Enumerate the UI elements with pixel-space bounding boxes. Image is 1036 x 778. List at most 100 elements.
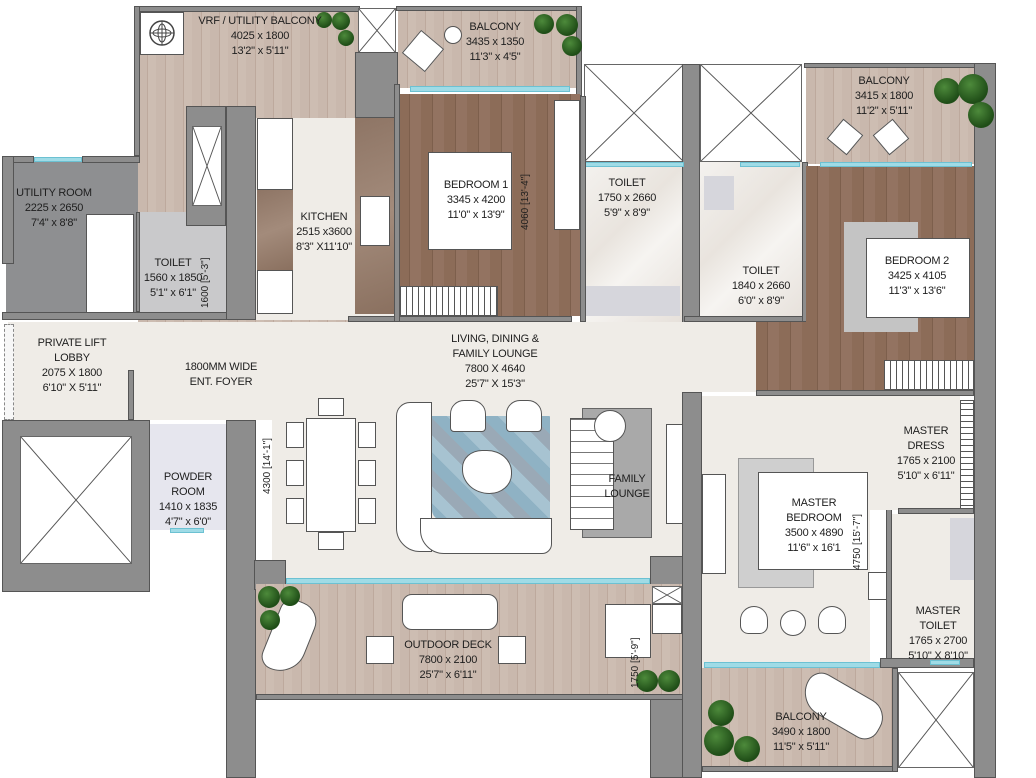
room-label-toilet-utility: TOILET 1560 x 1850 5'1" x 6'1"	[140, 256, 206, 301]
wall	[134, 6, 140, 156]
sectional-sofa-left	[396, 402, 432, 552]
room-name: MASTER BEDROOM	[786, 497, 842, 524]
window	[170, 528, 204, 533]
room-dim-mm: 1750 x 2660	[597, 192, 657, 204]
wall	[396, 6, 582, 11]
wall	[974, 63, 996, 778]
room-name: LIVING, DINING & FAMILY LOUNGE	[451, 333, 539, 360]
armchair	[740, 606, 768, 634]
wall	[804, 63, 976, 68]
vrf-unit-icon	[140, 12, 184, 55]
room-label-master-bedroom: MASTER BEDROOM 3500 x 4890 11'6" x 16'1	[782, 496, 846, 556]
wall	[756, 390, 974, 396]
room-label-toilet1: TOILET 1750 x 2660 5'9" x 8'9"	[592, 176, 662, 221]
plant-icon	[704, 726, 734, 756]
plant-icon	[338, 30, 354, 46]
room-label-outdoor-deck: OUTDOOR DECK 7800 x 2100 25'7" x 6'11"	[400, 638, 496, 683]
room-name: MASTER DRESS	[903, 425, 949, 452]
kitchen-sink	[257, 118, 293, 190]
plant-icon	[958, 74, 988, 104]
round-table	[780, 610, 806, 636]
wall	[394, 84, 400, 322]
room-dim-mm: 3490 x 1800	[771, 726, 831, 738]
room-dim-ft: 11'2" x 5'11"	[855, 105, 913, 117]
room-name: BEDROOM 1	[443, 179, 509, 191]
lobby-door[interactable]	[4, 324, 14, 420]
outdoor-chair	[366, 636, 394, 664]
room-dim-ft: 11'5" x 5'11"	[772, 741, 830, 753]
window	[410, 86, 570, 92]
room-dim-mm: 2075 X 1800	[41, 367, 103, 379]
room-dim-mm: 1560 x 1850	[143, 272, 203, 284]
wall	[226, 106, 256, 320]
room-name: KITCHEN	[300, 211, 348, 223]
round-table	[444, 26, 462, 44]
dim-note-living: 4300 [14'-1"]	[262, 437, 273, 494]
plant-icon	[332, 12, 350, 30]
room-name: PRIVATE LIFT LOBBY	[37, 337, 107, 364]
wardrobe	[400, 286, 498, 316]
powder-room-floor	[150, 424, 226, 530]
shaft-void	[652, 586, 682, 604]
plant-icon	[258, 586, 280, 608]
armchair	[818, 606, 846, 634]
wall	[898, 508, 974, 514]
room-name: BALCONY	[775, 711, 827, 723]
master-bed	[758, 472, 868, 570]
toilet-utility-floor	[140, 212, 226, 312]
room-dim-ft: 5'10" X 8'10"	[908, 650, 968, 662]
room-dim-mm: 1765 x 2100	[896, 455, 956, 467]
shaft-void	[192, 126, 222, 206]
room-label-living: LIVING, DINING & FAMILY LOUNGE 7800 X 46…	[440, 332, 550, 392]
chair	[286, 460, 304, 486]
chair	[358, 460, 376, 486]
room-label-bedroom1: BEDROOM 1 3345 x 4200 11'0" x 13'9"	[436, 178, 516, 223]
wall	[256, 694, 686, 700]
room-label-master-dress: MASTER DRESS 1765 x 2100 5'10" x 6'11"	[894, 424, 958, 484]
open-void-3	[898, 672, 974, 768]
room-label-powder: POWDER ROOM 1410 x 1835 4'7" x 6'0"	[146, 470, 230, 530]
bed	[866, 238, 970, 318]
room-dim-ft: 7'4" x 8'8"	[31, 217, 77, 229]
window	[930, 660, 960, 665]
room-name: TOILET	[154, 257, 192, 269]
wall	[682, 64, 700, 324]
room-dim-mm: 7800 x 2100	[418, 654, 478, 666]
dining-table	[306, 418, 356, 532]
room-label-utility-room: UTILITY ROOM 2225 x 2650 7'4" x 8'8"	[14, 186, 94, 231]
room-name: POWDER ROOM	[163, 471, 213, 498]
open-void-1	[584, 64, 684, 162]
chair	[318, 398, 344, 416]
kitchen-counter-left	[257, 190, 293, 270]
room-label-balcony-top: BALCONY 3435 x 1350 11'3" x 4'5"	[448, 20, 542, 65]
living-window	[286, 578, 650, 584]
room-label-toilet2: TOILET 1840 x 2660 6'0" x 8'9"	[726, 264, 796, 309]
desk	[554, 100, 580, 230]
room-dim-ft: 25'7" x 6'11"	[419, 669, 477, 681]
foyer-floor	[132, 322, 272, 420]
room-name: TOILET	[742, 265, 780, 277]
window	[740, 162, 800, 167]
window	[584, 162, 684, 167]
room-label-family-lounge: FAMILY LOUNGE	[600, 472, 654, 502]
wall	[82, 156, 140, 163]
room-dim-ft: 5'9" x 8'9"	[604, 207, 650, 219]
room-dim-ft: 8'3" X11'10"	[296, 241, 352, 253]
chair	[358, 422, 376, 448]
plant-icon	[934, 78, 960, 104]
room-label-master-toilet: MASTER TOILET 1765 x 2700 5'10" X 8'10"	[896, 604, 980, 664]
wall	[226, 420, 256, 778]
room-label-lift-lobby: PRIVATE LIFT LOBBY 2075 X 1800 6'10" X 5…	[30, 336, 114, 396]
plant-icon	[316, 12, 332, 28]
living-floor-ext	[684, 322, 756, 392]
room-dim-mm: 1840 x 2660	[731, 280, 791, 292]
chair	[318, 532, 344, 550]
plant-icon	[636, 670, 658, 692]
room-dim-ft: 6'0" x 8'9"	[738, 295, 784, 307]
bed	[428, 152, 512, 250]
plant-icon	[658, 670, 680, 692]
room-dim-ft: 11'0" x 13'9"	[447, 209, 505, 221]
wall	[355, 52, 398, 118]
room-name: MASTER TOILET	[915, 605, 961, 632]
plant-icon	[556, 14, 578, 36]
